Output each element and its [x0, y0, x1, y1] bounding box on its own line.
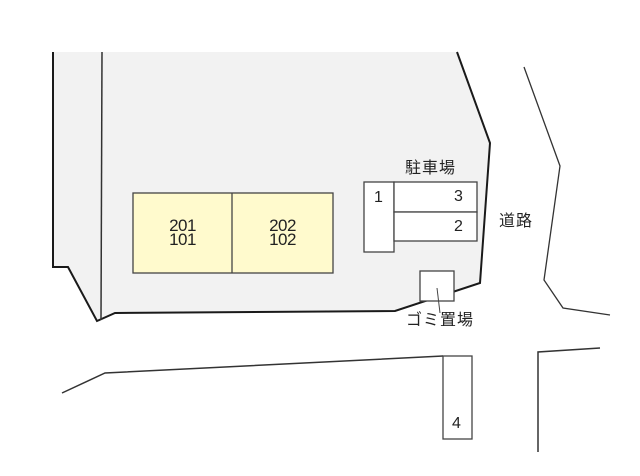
parking-space-4-number: 4 [452, 415, 461, 432]
parking-space-4 [442, 355, 473, 440]
unit-201: 201 [169, 216, 196, 235]
lot-inner-line [100, 51, 103, 321]
garbage-area [419, 270, 455, 302]
parking-space-3-number: 3 [454, 188, 463, 205]
road-edge-right [523, 66, 611, 316]
parking-space-2-number: 2 [454, 218, 463, 235]
parking-space-2 [393, 211, 478, 242]
parking-space-1-number: 1 [374, 189, 383, 206]
building [132, 192, 334, 274]
unit-101: 101 [169, 230, 196, 249]
unit-102: 102 [269, 230, 296, 249]
parking-label: 駐車場 [405, 158, 457, 177]
garbage-label: ゴミ置場 [406, 310, 475, 329]
garbage-leader-line [436, 287, 441, 314]
lot-boundary-left [52, 51, 492, 323]
unit-label-west: 201 101 [133, 193, 232, 273]
road-edge-bottom [61, 355, 444, 394]
parking-space-3 [393, 181, 478, 213]
road-label: 道路 [499, 211, 534, 230]
unit-label-east: 202 102 [232, 193, 333, 273]
unit-202: 202 [269, 216, 296, 235]
road-edge-bottom-right [537, 347, 601, 452]
